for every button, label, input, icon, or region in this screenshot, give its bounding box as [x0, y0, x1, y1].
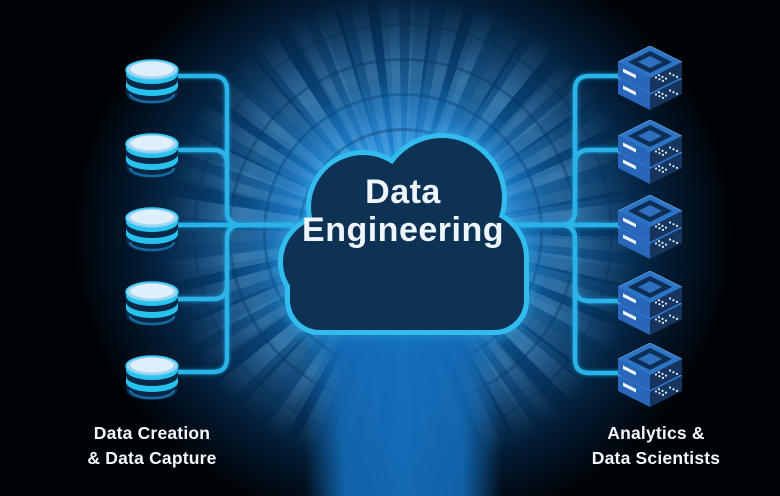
database-cylinder-icon	[124, 354, 180, 402]
light-beam	[305, 328, 501, 496]
cloud-title-line1: Data	[365, 173, 441, 211]
database-icons-group	[124, 58, 180, 402]
consumers-label-line2: Data Scientists	[591, 448, 721, 468]
cloud-title-line2: Engineering	[302, 211, 504, 249]
cloud-body	[283, 138, 524, 330]
cloud-title: Data Engineering	[293, 173, 513, 249]
server-stack-icon	[618, 195, 682, 259]
database-cylinder-icon	[124, 58, 180, 106]
connector-left-db4	[175, 282, 230, 302]
connector-right-s2	[572, 147, 625, 167]
server-stack-icon	[618, 343, 682, 407]
server-stack-icon	[618, 271, 682, 335]
cloud-shape	[278, 133, 529, 335]
sources-label-line2: & Data Capture	[87, 448, 217, 468]
connector-lines	[175, 73, 625, 376]
server-stack-icon	[618, 120, 682, 184]
consumers-label: Analytics & Data Scientists	[541, 421, 771, 471]
database-cylinder-icon	[124, 132, 180, 180]
database-cylinder-icon	[124, 206, 180, 254]
connector-right-s4	[572, 284, 625, 304]
database-cylinder-icon	[124, 280, 180, 328]
sources-label: Data Creation & Data Capture	[37, 421, 267, 471]
server-stack-icon	[618, 46, 682, 110]
sources-label-line1: Data Creation	[93, 423, 211, 443]
consumers-label-line1: Analytics &	[607, 423, 705, 443]
connector-left-db2	[175, 147, 230, 167]
server-icons-group	[618, 46, 682, 407]
